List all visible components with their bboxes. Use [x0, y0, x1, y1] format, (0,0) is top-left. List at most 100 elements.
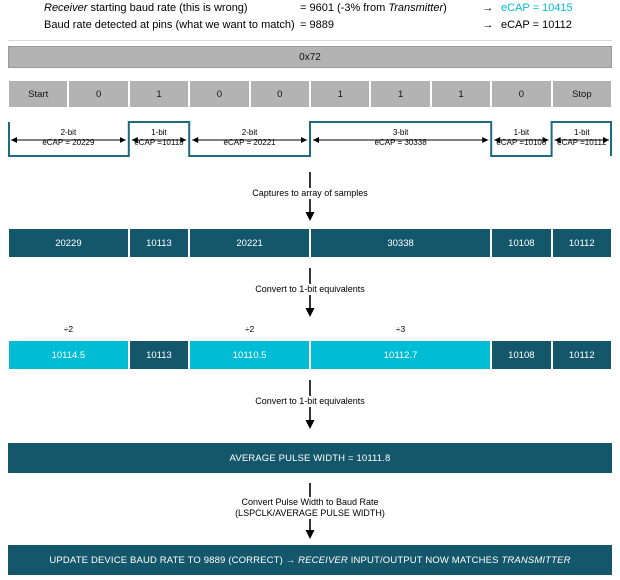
bit-cell-label: 1 [337, 88, 343, 100]
normalized-cell-value: 10112.7 [383, 349, 418, 361]
bit-cell-label: 1 [156, 88, 162, 100]
legend-description: Baud rate detected at pins (what we want… [0, 19, 300, 31]
legend-value-pre: = 9889 [300, 19, 334, 31]
normalized-cell-value: 10110.5 [232, 349, 267, 361]
pulse-width-label: 2-bit [60, 128, 77, 137]
legend: Receiver starting baud rate (this is wro… [0, 2, 620, 36]
average-pulse-width-label: AVERAGE PULSE WIDTH = 10111.8 [229, 452, 391, 464]
pulse-width-label: 3-bit [392, 128, 409, 137]
byte-value: 0x72 [299, 51, 321, 63]
flow-caption: Convert to 1-bit equivalents [255, 284, 365, 294]
legend-ecap-value: eCAP = 10415 [501, 2, 573, 14]
sample-cell-value: 10113 [146, 237, 172, 249]
waveform-svg [8, 121, 612, 157]
flow-step-convert-2: Convert to 1-bit equivalents [0, 380, 620, 429]
sample-cell-value: 20221 [236, 237, 263, 249]
sample-cell-value: 30338 [387, 237, 414, 249]
normalized-cell: 10112.7 [309, 340, 492, 370]
arrow-stem-icon [309, 483, 311, 497]
pulse-ecap-label: eCAP =10108 [496, 138, 547, 147]
flow-caption-line-1: Convert Pulse Width to Baud Rate [241, 497, 379, 507]
bit-cell-label: 0 [277, 88, 283, 100]
average-pulse-width-banner: AVERAGE PULSE WIDTH = 10111.8 [8, 443, 612, 473]
byte-label-bar: 0x72 [8, 46, 612, 68]
bit-cell-label: 0 [95, 88, 102, 100]
flow-step-convert-1: Convert to 1-bit equivalents [0, 268, 620, 317]
normalized-cell-value: 10113 [146, 349, 172, 361]
legend-value: = 9889 [300, 19, 475, 31]
bit-cell-label: 1 [397, 88, 404, 100]
pulse-ecap-label: eCAP = 20221 [223, 138, 276, 147]
normalized-cell-value: 10114.5 [51, 349, 86, 361]
legend-value-emphasis: Transmitter [388, 2, 444, 14]
bit-cell: 1 [430, 80, 492, 108]
divisor-label: ÷2 [63, 324, 74, 334]
result-emphasis-receiver: RECEIVER [298, 554, 348, 566]
divisor-labels: ÷2 ÷2 ÷3 [8, 324, 612, 338]
bit-cell-label: Stop [572, 88, 592, 100]
bit-cell: 0 [249, 80, 311, 108]
bit-cell: 0 [491, 80, 552, 108]
normalized-cell: 10113 [128, 340, 190, 370]
sample-cell: 10112 [551, 228, 612, 258]
arrow-down-icon [305, 519, 315, 539]
legend-value-post: ) [443, 2, 447, 14]
pulse-ecap-label: eCAP = 20229 [42, 138, 95, 147]
result-mid: INPUT/OUTPUT NOW MATCHES [347, 554, 502, 566]
pulse-ecap-label: eCAP =10113 [134, 138, 184, 147]
pulse-width-label: 2-bit [241, 128, 258, 137]
arrow-stem-icon [309, 268, 311, 284]
bit-cell-label: 0 [518, 88, 525, 100]
normalized-cell-value: 10108 [508, 349, 535, 361]
bit-frame-row: Start 0 1 0 0 1 1 1 0 Stop [8, 80, 613, 108]
pulse-width-label: 1-bit [513, 128, 530, 137]
arrow-stem-icon [309, 380, 311, 396]
bit-cell: 0 [189, 80, 250, 108]
divisor-label: ÷3 [395, 324, 406, 334]
result-banner: UPDATE DEVICE BAUD RATE TO 9889 (CORRECT… [8, 545, 612, 575]
sample-cell: 30338 [309, 228, 492, 258]
sample-cell: 20229 [8, 228, 129, 258]
waveform-trace [8, 121, 612, 157]
samples-row: 20229 10113 20221 30338 10108 10112 [8, 228, 612, 258]
result-emphasis-transmitter: TRANSMITTER [501, 554, 571, 566]
sample-cell: 10113 [128, 228, 190, 258]
arrow-down-icon [305, 199, 315, 221]
bit-cell-label: Start [28, 88, 49, 100]
flow-caption: Convert to 1-bit equivalents [255, 396, 365, 406]
divisor-label: ÷2 [244, 324, 255, 334]
bit-cell: 0 [68, 80, 129, 108]
divider [8, 40, 612, 41]
legend-value: = 9601 (-3% from Transmitter) [300, 2, 475, 14]
normalized-cell: 10114.5 [8, 340, 129, 370]
sample-cell-value: 10108 [508, 237, 535, 249]
arrow-down-icon [305, 295, 315, 317]
legend-description-text: Baud rate detected at pins (what we want… [44, 19, 295, 31]
result-pre: UPDATE DEVICE BAUD RATE TO 9889 (CORRECT… [49, 554, 299, 566]
pulse-ecap-label: eCAP = 30338 [374, 138, 427, 147]
sample-cell: 20221 [189, 228, 310, 258]
bit-cell: 1 [128, 80, 190, 108]
legend-description-emphasis: Receiver [44, 2, 88, 14]
bit-cell: 1 [370, 80, 431, 108]
sample-cell: 10108 [491, 228, 552, 258]
bit-cell: Stop [551, 80, 613, 108]
legend-row: Baud rate detected at pins (what we want… [0, 19, 620, 36]
flow-caption: Captures to array of samples [252, 188, 368, 198]
normalized-cell: 10108 [491, 340, 552, 370]
arrow-down-icon [305, 407, 315, 429]
pulse-width-label: 1-bit [574, 128, 590, 137]
legend-ecap-value: eCAP = 10112 [501, 19, 572, 31]
sample-cell-value: 20229 [55, 237, 82, 249]
bit-cell-label: 0 [216, 88, 223, 100]
flow-caption-line-2: (LSPCLK/AVERAGE PULSE WIDTH) [235, 508, 385, 518]
legend-value-pre: = 9601 (-3% from [300, 2, 389, 14]
